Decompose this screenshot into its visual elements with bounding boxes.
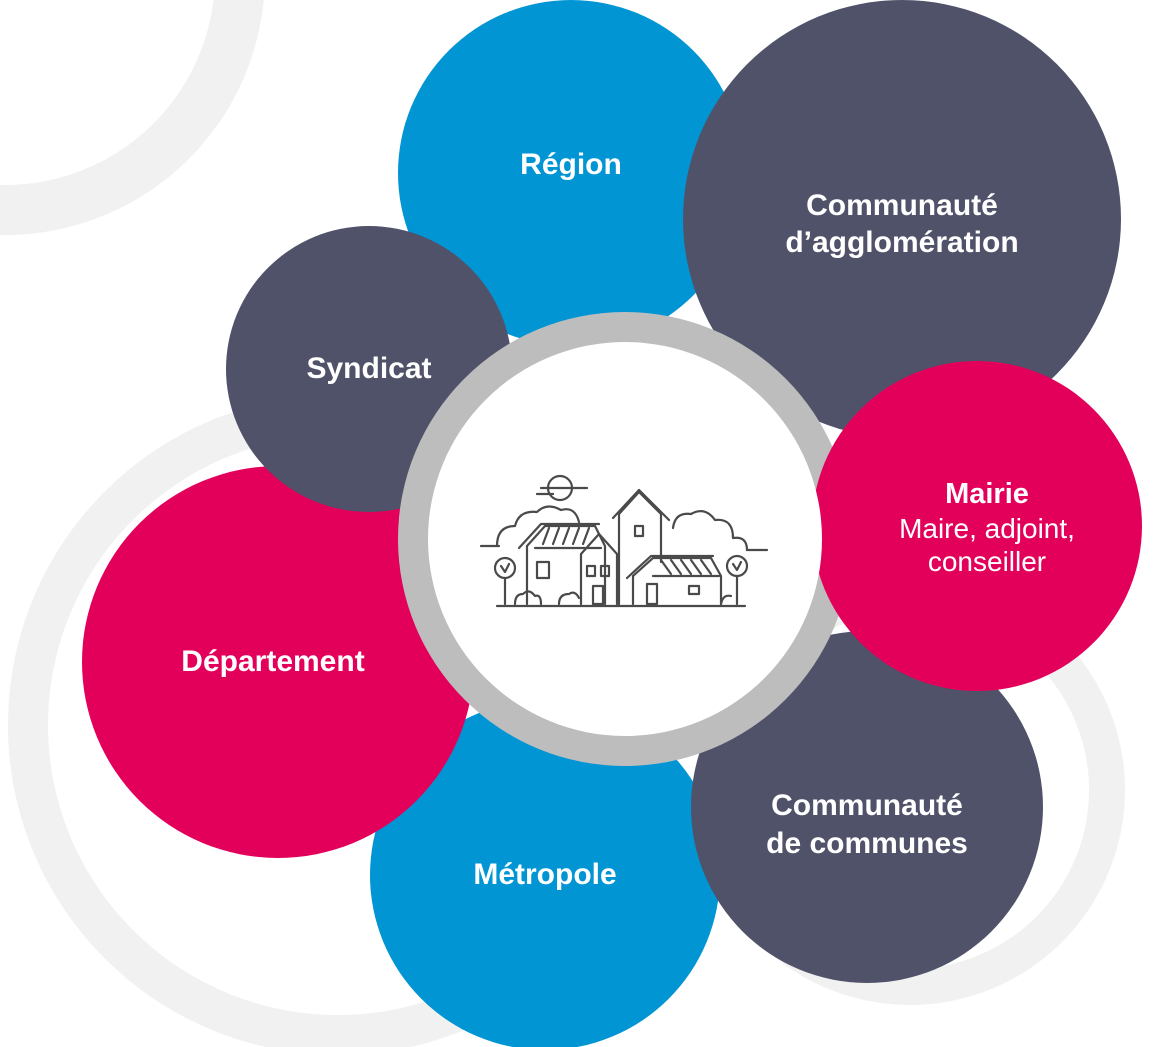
bubble-mairie: Mairie Maire, adjoint, conseiller (812, 361, 1142, 691)
departement-label: Département (181, 645, 365, 679)
communaute-agglomeration-label: Communauté d’agglomération (785, 188, 1019, 260)
syndicat-label: Syndicat (306, 352, 432, 386)
center-disc (428, 342, 822, 736)
mairie-subtitle: Maire, adjoint, conseiller (899, 513, 1075, 578)
background-ring-top-left (0, 0, 265, 235)
bubble-syndicat: Syndicat (226, 226, 512, 512)
metropole-label: Métropole (473, 858, 617, 892)
village-houses-icon (479, 474, 769, 608)
communaute-communes-label: Communauté de communes (766, 789, 968, 860)
mairie-label: Mairie (945, 477, 1029, 510)
region-label: Région (520, 148, 622, 182)
